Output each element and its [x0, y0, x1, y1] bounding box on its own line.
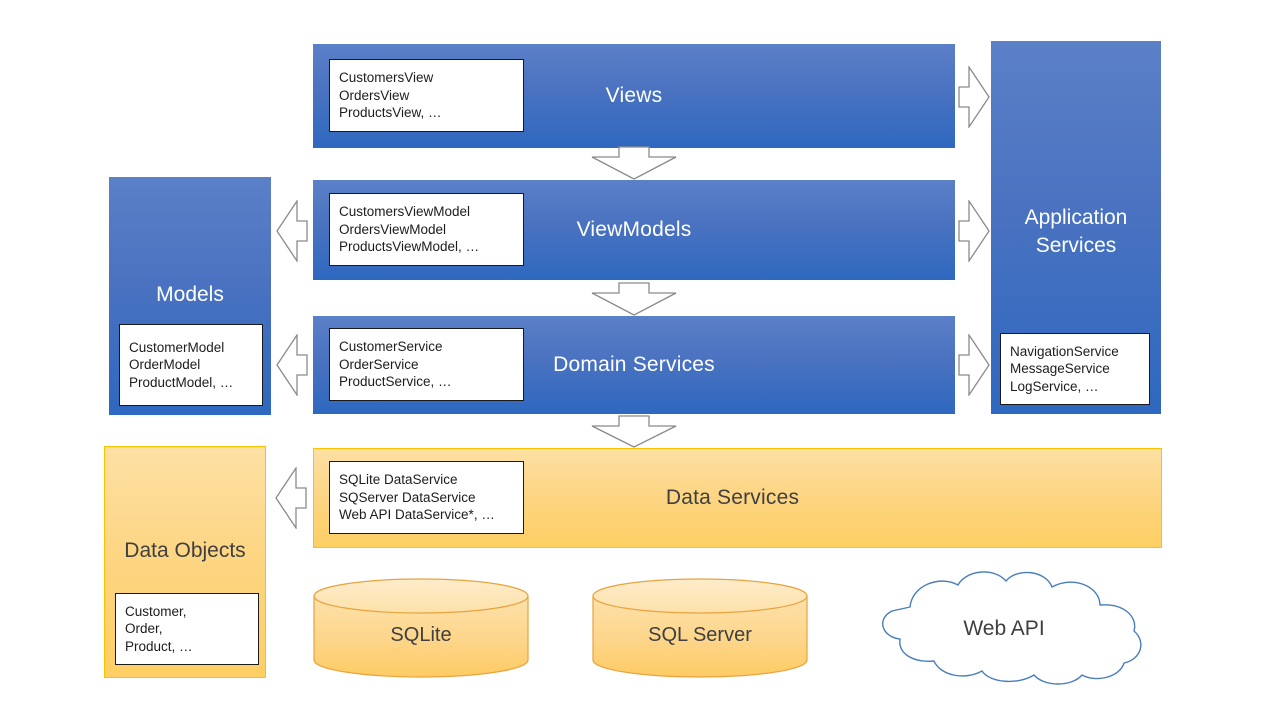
- data-services-item-1: SQServer DataService: [339, 489, 476, 505]
- panel-data-objects-title: Data Objects: [124, 539, 246, 562]
- models-detail-box[interactable]: CustomerModel OrderModel ProductModel, …: [119, 324, 263, 406]
- models-item-0: CustomerModel: [129, 339, 225, 355]
- datastore-sqlite[interactable]: SQLite: [313, 578, 529, 678]
- domain-services-item-1: OrderService: [339, 356, 419, 372]
- viewmodels-item-0: CustomersViewModel: [339, 204, 471, 220]
- domain-services-item-0: CustomerService: [339, 339, 443, 355]
- arrow-viewmodels-to-domain-services: [591, 282, 677, 316]
- data-services-item-0: SQLite DataService: [339, 472, 458, 488]
- arrow-domain-services-to-application-services: [958, 334, 990, 396]
- layer-domain-services-title: Domain Services: [553, 352, 715, 376]
- views-item-2: ProductsView, …: [339, 105, 442, 121]
- application-services-item-2: LogService, …: [1010, 378, 1099, 394]
- application-services-item-0: NavigationService: [1010, 343, 1119, 359]
- application-services-item-1: MessageService: [1010, 361, 1110, 377]
- datastore-web-api[interactable]: Web API: [848, 565, 1160, 690]
- application-services-title-line2: Services: [1035, 234, 1117, 258]
- arrow-domain-services-to-models: [276, 334, 308, 396]
- viewmodels-detail-box[interactable]: CustomersViewModel OrdersViewModel Produ…: [329, 193, 524, 266]
- application-services-title-line1: Application: [1024, 206, 1128, 229]
- layer-viewmodels-title: ViewModels: [576, 217, 692, 241]
- viewmodels-item-1: OrdersViewModel: [339, 221, 447, 237]
- arrow-viewmodels-to-application-services: [958, 200, 990, 262]
- arrow-viewmodels-to-models: [276, 200, 308, 262]
- models-item-1: OrderModel: [129, 357, 201, 373]
- arrow-data-services-to-data-objects: [275, 467, 307, 529]
- data-services-detail-box[interactable]: SQLite DataService SQServer DataService …: [329, 461, 524, 534]
- views-detail-box[interactable]: CustomersView OrdersView ProductsView, …: [329, 59, 524, 132]
- panel-application-services-title: Application Services: [991, 204, 1161, 261]
- layer-data-services-title: Data Services: [665, 485, 800, 509]
- application-services-detail-box[interactable]: NavigationService MessageService LogServ…: [1000, 333, 1150, 405]
- arrow-domain-services-to-data-services: [591, 415, 677, 448]
- data-objects-detail-box[interactable]: Customer, Order, Product, …: [115, 593, 259, 665]
- models-item-2: ProductModel, …: [129, 374, 234, 390]
- views-item-0: CustomersView: [339, 70, 434, 86]
- arrow-views-to-viewmodels: [591, 146, 677, 180]
- datastore-sql-server[interactable]: SQL Server: [592, 578, 808, 678]
- data-objects-item-2: Product, …: [125, 638, 193, 654]
- arrow-views-to-application-services: [958, 66, 990, 128]
- domain-services-detail-box[interactable]: CustomerService OrderService ProductServ…: [329, 328, 524, 401]
- views-item-1: OrdersView: [339, 87, 410, 103]
- panel-models-title: Models: [156, 283, 224, 306]
- viewmodels-item-2: ProductsViewModel, …: [339, 239, 480, 255]
- data-services-item-2: Web API DataService*, …: [339, 507, 495, 523]
- domain-services-item-2: ProductService, …: [339, 374, 452, 390]
- layer-views-title: Views: [605, 83, 663, 107]
- data-objects-item-1: Order,: [125, 621, 163, 637]
- data-objects-item-0: Customer,: [125, 603, 187, 619]
